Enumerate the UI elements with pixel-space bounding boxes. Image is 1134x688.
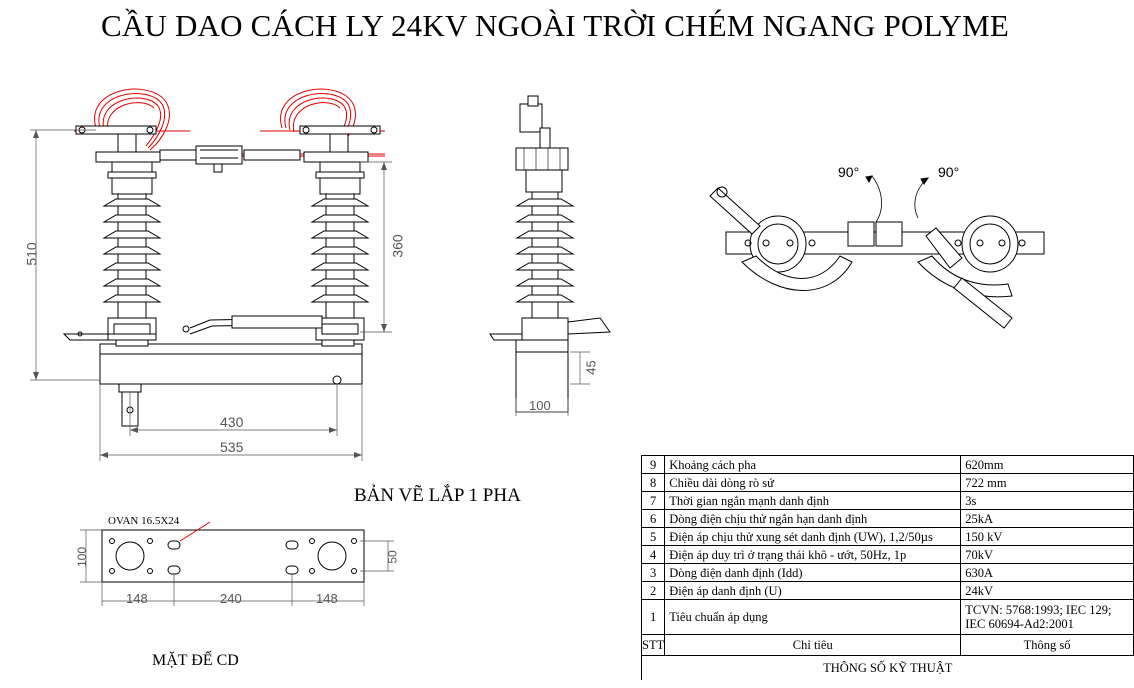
table-row: 4 Điện áp duy trì ở trạng thái khô - ướt… bbox=[640, 545, 1134, 564]
row-number: 1 bbox=[640, 599, 666, 635]
table-row: 1 Tiêu chuẩn áp dụng TCVN: 5768:1993; IE… bbox=[640, 599, 1134, 635]
row-number: 8 bbox=[640, 473, 666, 492]
front-view bbox=[30, 88, 392, 461]
row-number: 4 bbox=[640, 545, 666, 564]
row-value: 630A bbox=[960, 563, 1134, 582]
row-value: TCVN: 5768:1993; IEC 129; IEC 60694-Ad2:… bbox=[960, 599, 1134, 635]
dim-middle: 240 bbox=[220, 591, 242, 606]
dim-height-insulator: 360 bbox=[389, 234, 406, 258]
dim-height-total: 510 bbox=[23, 242, 40, 266]
row-criterion: Tiêu chuẩn áp dụng bbox=[664, 599, 962, 635]
page-title: CẦU DAO CÁCH LY 24KV NGOÀI TRỜI CHÉM NGA… bbox=[100, 8, 1010, 43]
row-number: 5 bbox=[640, 527, 666, 546]
dim-hole-spacing: 50 bbox=[385, 550, 400, 564]
row-value: 620mm bbox=[960, 455, 1134, 474]
dim-base-length: 535 bbox=[220, 439, 244, 455]
row-criterion: Dòng điện danh định (Idd) bbox=[664, 563, 962, 582]
row-number: 3 bbox=[640, 563, 666, 582]
row-criterion: Điện áp duy trì ở trạng thái khô - ướt, … bbox=[664, 545, 962, 564]
header-no: STT bbox=[640, 634, 666, 656]
base-plate-drawing bbox=[80, 521, 394, 606]
table-row: 8 Chiều dài dòng rò sứ 722 mm bbox=[640, 473, 1134, 492]
table-row: 2 Điện áp danh định (U) 24kV bbox=[640, 581, 1134, 600]
row-value: 150 kV bbox=[960, 527, 1134, 546]
row-number: 7 bbox=[640, 491, 666, 510]
table-header-row: STT Chỉ tiêu Thông số bbox=[640, 634, 1134, 656]
row-criterion: Dòng điện chịu thử ngắn hạn danh định bbox=[664, 509, 962, 528]
dim-left: 148 bbox=[126, 591, 148, 606]
header-criterion: Chỉ tiêu bbox=[664, 634, 962, 656]
oval-hole-label: OVAN 16.5X24 bbox=[108, 515, 180, 527]
header-value: Thông số bbox=[960, 634, 1134, 656]
table-caption-row: THÔNG SỐ KỸ THUẬT bbox=[641, 655, 1134, 680]
table-caption: THÔNG SỐ KỸ THUẬT bbox=[641, 655, 1134, 680]
row-value: 25kA bbox=[960, 509, 1134, 528]
table-row: 6 Dòng điện chịu thử ngắn hạn danh định … bbox=[640, 509, 1134, 528]
assembly-caption: BẢN VẼ LẮP 1 PHA bbox=[354, 485, 521, 506]
row-criterion: Điện áp danh định (U) bbox=[664, 581, 962, 600]
row-value: 722 mm bbox=[960, 473, 1134, 492]
row-value: 24kV bbox=[960, 581, 1134, 600]
table-row: 7 Thời gian ngắn mạnh danh định 3s bbox=[640, 491, 1134, 510]
row-criterion: Điện áp chịu thử xung sét danh định (UW)… bbox=[664, 527, 962, 546]
row-number: 2 bbox=[640, 581, 666, 600]
row-criterion: Khoảng cách pha bbox=[664, 455, 962, 474]
row-value: 70kV bbox=[960, 545, 1134, 564]
table-row: 3 Dòng điện danh định (Idd) 630A bbox=[640, 563, 1134, 582]
row-value: 3s bbox=[960, 491, 1134, 510]
spec-table: 9 Khoảng cách pha 620mm 8 Chiều dài dòng… bbox=[640, 455, 1134, 680]
top-view bbox=[709, 175, 1045, 329]
dim-pole-spacing: 430 bbox=[220, 414, 244, 430]
dim-plate-width: 100 bbox=[75, 546, 90, 568]
base-plate-caption: MẶT ĐẾ CD bbox=[152, 652, 239, 669]
dim-base-height: 45 bbox=[583, 360, 599, 375]
dim-right: 148 bbox=[316, 591, 338, 606]
dim-base-width: 100 bbox=[529, 398, 551, 413]
row-number: 6 bbox=[640, 509, 666, 528]
row-criterion: Chiều dài dòng rò sứ bbox=[664, 473, 962, 492]
row-number: 9 bbox=[640, 455, 666, 474]
side-view bbox=[489, 95, 611, 416]
table-row: 9 Khoảng cách pha 620mm bbox=[640, 455, 1134, 474]
angle-right-label: 90° bbox=[938, 164, 960, 180]
angle-left-label: 90° bbox=[838, 164, 860, 180]
flexible-conductor-right bbox=[260, 88, 385, 151]
table-row: 5 Điện áp chịu thử xung sét danh định (U… bbox=[640, 527, 1134, 546]
row-criterion: Thời gian ngắn mạnh danh định bbox=[664, 491, 962, 510]
